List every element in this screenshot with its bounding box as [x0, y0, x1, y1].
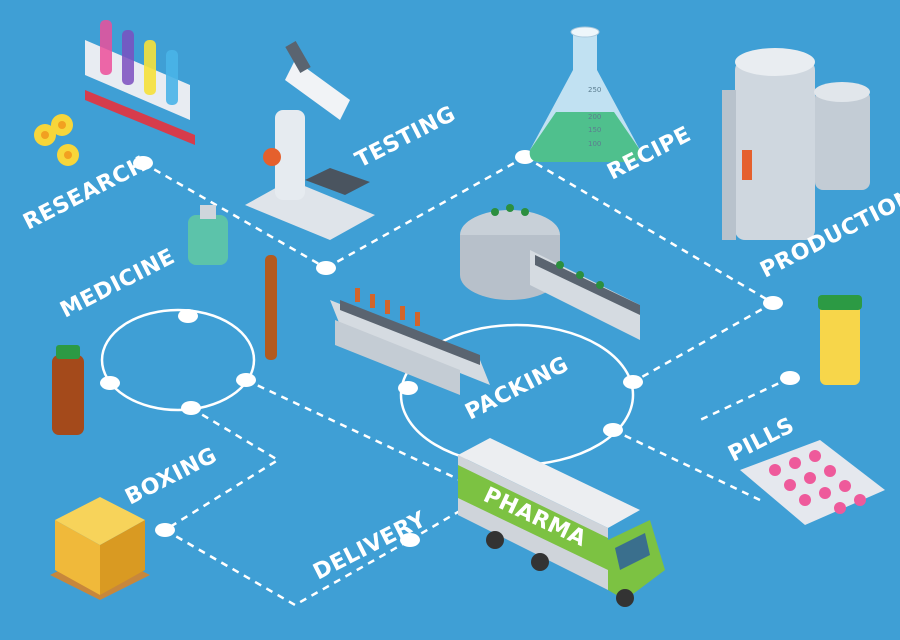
label-boxing: BOXING	[121, 443, 221, 510]
flask-mark: 200	[588, 113, 601, 121]
test-tubes-illustration	[34, 20, 195, 166]
microscope-illustration	[245, 41, 375, 240]
flask-mark: 250	[588, 86, 601, 94]
delivery-truck-illustration: PHARMA	[458, 438, 665, 607]
flask-illustration: 250 200 150 100	[529, 26, 641, 162]
packing-machine-illustration	[330, 204, 640, 395]
medicine-bottles-illustration	[52, 205, 277, 435]
flask-mark: 100	[588, 140, 601, 148]
boxes-illustration	[50, 497, 150, 600]
label-testing: TESTING	[351, 102, 460, 174]
label-research: RESEARCH	[19, 152, 151, 236]
flask-mark: 150	[588, 126, 601, 134]
production-tanks-illustration	[722, 48, 870, 240]
pills-illustration	[740, 295, 885, 525]
